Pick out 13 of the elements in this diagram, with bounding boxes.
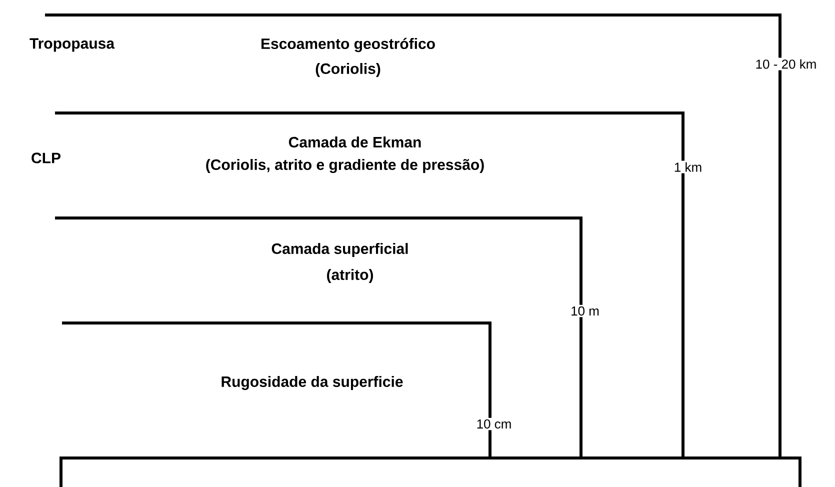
layer-label: (Coriolis, atrito e gradiente de pressão) [206, 158, 484, 174]
height-label: 10 cm [474, 418, 514, 430]
height-label: 10 - 20 km [754, 58, 818, 70]
layer-label: (Coriolis) [316, 63, 380, 77]
layer-label: Escoamento geostrófico [262, 38, 435, 52]
layer-label: CLP [32, 152, 60, 164]
layer-label: (atrito) [327, 269, 373, 283]
height-label: 1 km [672, 160, 704, 174]
layer-label: Camada de Ekman [288, 136, 421, 148]
layer-label: Tropopausa [30, 38, 115, 52]
layer-label: Rugosidade da superficie [222, 376, 403, 390]
layer-label: Camada superficial [272, 243, 408, 257]
height-label: 10 m [569, 304, 601, 318]
